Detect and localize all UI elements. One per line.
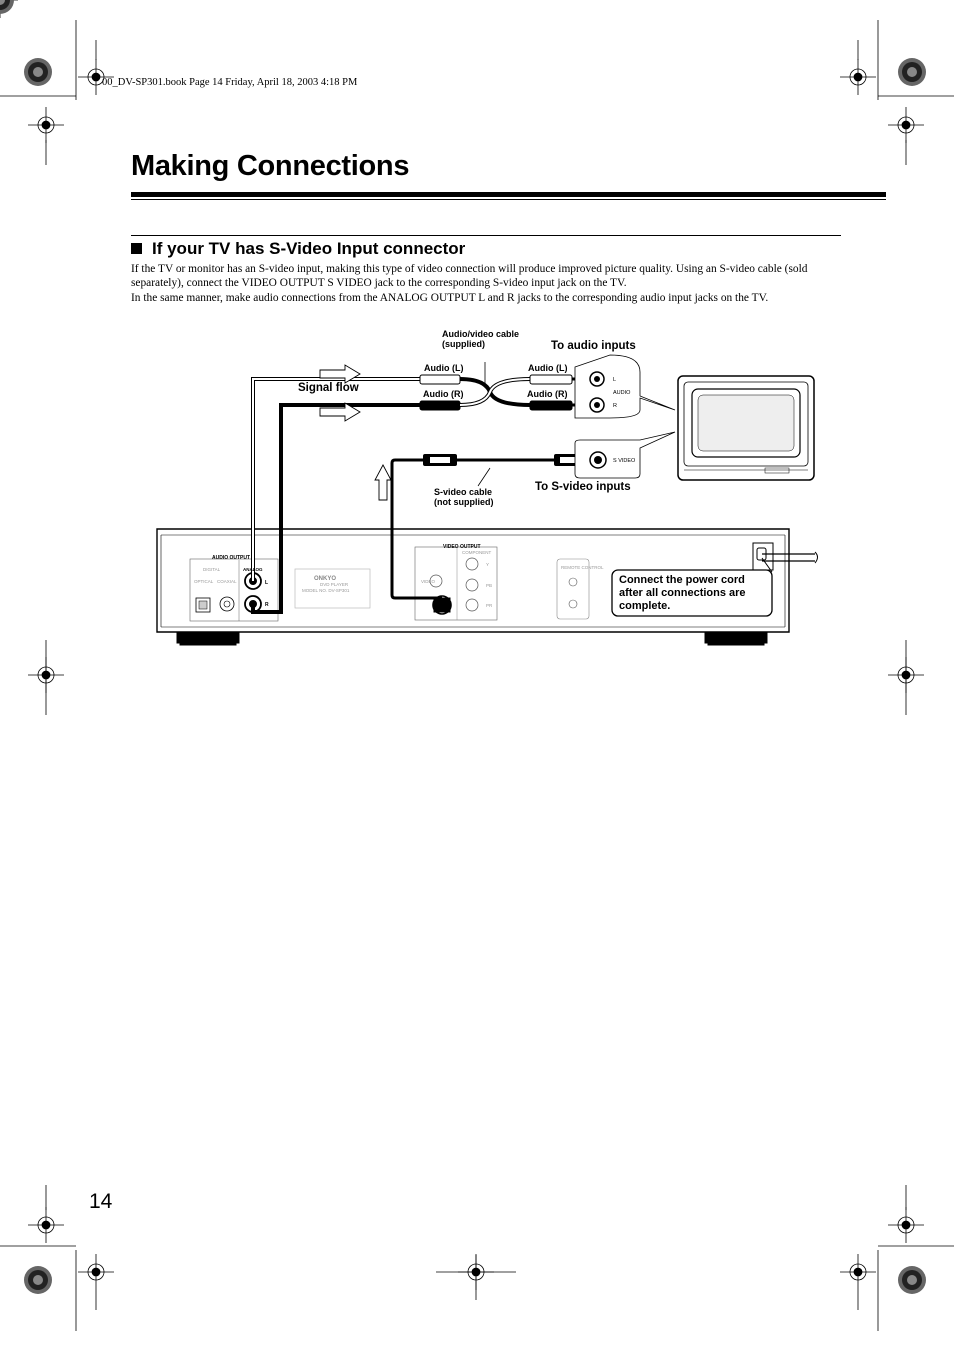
square-bullet-icon <box>131 243 142 254</box>
panel-audio-output: AUDIO OUTPUT <box>212 555 250 561</box>
panel-r: R <box>265 602 269 608</box>
panel-product: DVD PLAYER <box>320 582 349 587</box>
section-heading: If your TV has S-Video Input connector <box>131 239 465 259</box>
title-rule-thin <box>131 199 886 200</box>
tv-illustration <box>677 375 815 481</box>
panel-pr: PR <box>486 603 493 608</box>
panel-model: MODEL NO. DV-SP301 <box>302 588 350 593</box>
panel-y: Y <box>486 562 489 567</box>
panel-remote-control: REMOTE CONTROL <box>561 565 604 570</box>
panel-component: COMPONENT <box>462 550 492 555</box>
label-to-s-video-inputs: To S-video inputs <box>535 481 631 493</box>
panel-video-output: VIDEO OUTPUT <box>443 544 481 550</box>
section-rule <box>131 235 841 236</box>
panel-pb: PB <box>486 583 492 588</box>
panel-analog: ANALOG <box>243 567 263 572</box>
page-title: Making Connections <box>131 150 410 182</box>
label-audio-r-right: Audio (R) <box>527 389 568 399</box>
label-s-video-cable: S-video cable (not supplied) <box>434 487 494 507</box>
panel-coaxial: COAXIAL <box>217 579 237 584</box>
paragraph: If the TV or monitor has an S-video inpu… <box>131 263 808 290</box>
label-signal-flow: Signal flow <box>298 382 359 394</box>
tv-jack-svideo: S VIDEO <box>613 458 636 464</box>
title-rule <box>131 192 886 197</box>
label-audio-l-left: Audio (L) <box>424 363 464 373</box>
section-heading-text: If your TV has S-Video Input connector <box>152 239 466 258</box>
label-audio-r-left: Audio (R) <box>423 389 464 399</box>
tv-jack-audio: AUDIO <box>613 390 631 396</box>
paragraph: In the same manner, make audio connectio… <box>131 291 769 304</box>
panel-brand: ONKYO <box>314 576 336 582</box>
tv-jack-l: L <box>613 377 616 383</box>
panel-optical: OPTICAL <box>194 579 214 584</box>
section-body: If the TV or monitor has an S-video inpu… <box>131 262 843 305</box>
power-cord-note: Connect the power cord after all connect… <box>619 574 746 612</box>
connection-diagram: AUDIO OUTPUT DIGITAL ANALOG OPTICAL COAX… <box>0 0 954 660</box>
tv-jack-r: R <box>613 403 617 409</box>
panel-l: L <box>265 580 268 586</box>
diagram-drawing: AUDIO OUTPUT DIGITAL ANALOG OPTICAL COAX… <box>156 354 818 646</box>
print-header: 00_DV-SP301.book Page 14 Friday, April 1… <box>102 77 358 88</box>
label-audio-video-cable: Audio/video cable (supplied) <box>442 329 520 349</box>
page-number: 14 <box>89 1190 113 1213</box>
panel-video: VIDEO <box>421 579 436 584</box>
label-audio-l-right: Audio (L) <box>528 363 568 373</box>
label-to-audio-inputs: To audio inputs <box>551 340 636 352</box>
panel-digital: DIGITAL <box>203 567 221 572</box>
